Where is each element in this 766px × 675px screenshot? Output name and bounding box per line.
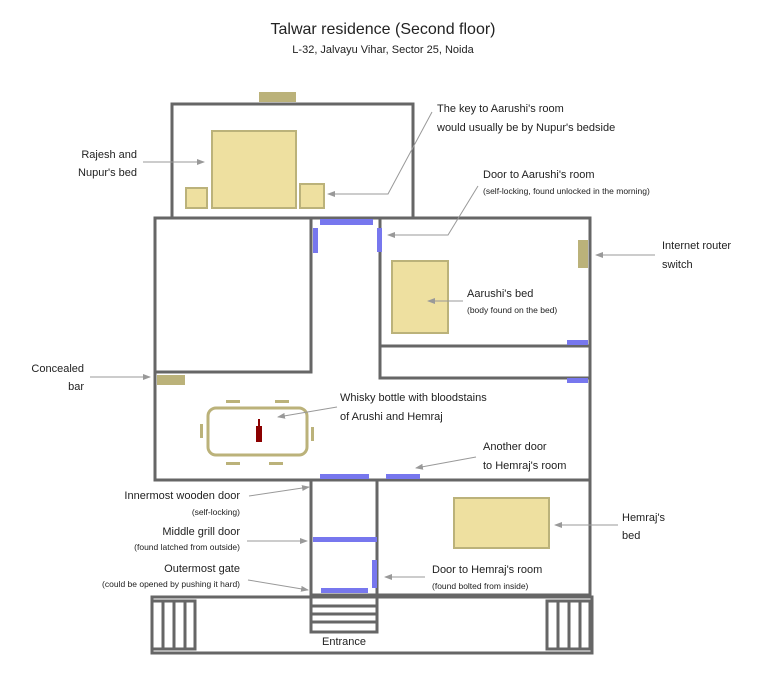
parents-bed [211, 130, 297, 209]
aarushi-bathroom [378, 344, 592, 380]
master-window [259, 92, 296, 102]
diagram-subtitle: L-32, Jalvayu Vihar, Sector 25, Noida [292, 44, 474, 56]
master-bedroom-door [320, 219, 373, 225]
label-hemraj-door: Door to Hemraj's room(found bolted from … [432, 564, 542, 591]
aarushi-bed [391, 260, 449, 334]
pointers [90, 111, 655, 592]
aarushi-door [377, 228, 382, 252]
outermost-gate [321, 588, 368, 593]
concealed-bar [157, 375, 185, 385]
dining-chairs [200, 400, 314, 465]
right-railing [545, 599, 592, 651]
entrance-steps [309, 595, 379, 634]
label-aarushi-door: Door to Aarushi's room(self-locking, fou… [483, 169, 650, 196]
doors [313, 219, 588, 593]
innermost-wooden-door [320, 474, 369, 479]
entrance-label: Entrance [304, 635, 384, 649]
label-inner-door: Innermost wooden door(self-locking) [124, 490, 240, 517]
dining-table [206, 406, 309, 457]
bathroom-door-2 [567, 378, 588, 383]
bedside-table-right [299, 183, 325, 209]
left-railing [150, 599, 197, 651]
middle-grill-door [313, 537, 377, 542]
label-outer-gate: Outermost gate(could be opened by pushin… [102, 563, 240, 589]
whisky-bottle [256, 419, 262, 442]
left-room [153, 216, 313, 374]
hemraj-bed [453, 497, 550, 549]
bedside-table-left [185, 187, 208, 209]
label-aarushi-bed: Aarushi's bed(body found on the bed) [467, 288, 557, 315]
router-switch [578, 240, 588, 268]
left-room-door [313, 228, 318, 253]
label-grill-door: Middle grill door(found latched from out… [134, 526, 240, 552]
another-hemraj-door [386, 474, 420, 479]
hemraj-door [372, 560, 377, 588]
diagram-title: Talwar residence (Second floor) [271, 21, 496, 38]
bathroom-door [567, 340, 588, 345]
